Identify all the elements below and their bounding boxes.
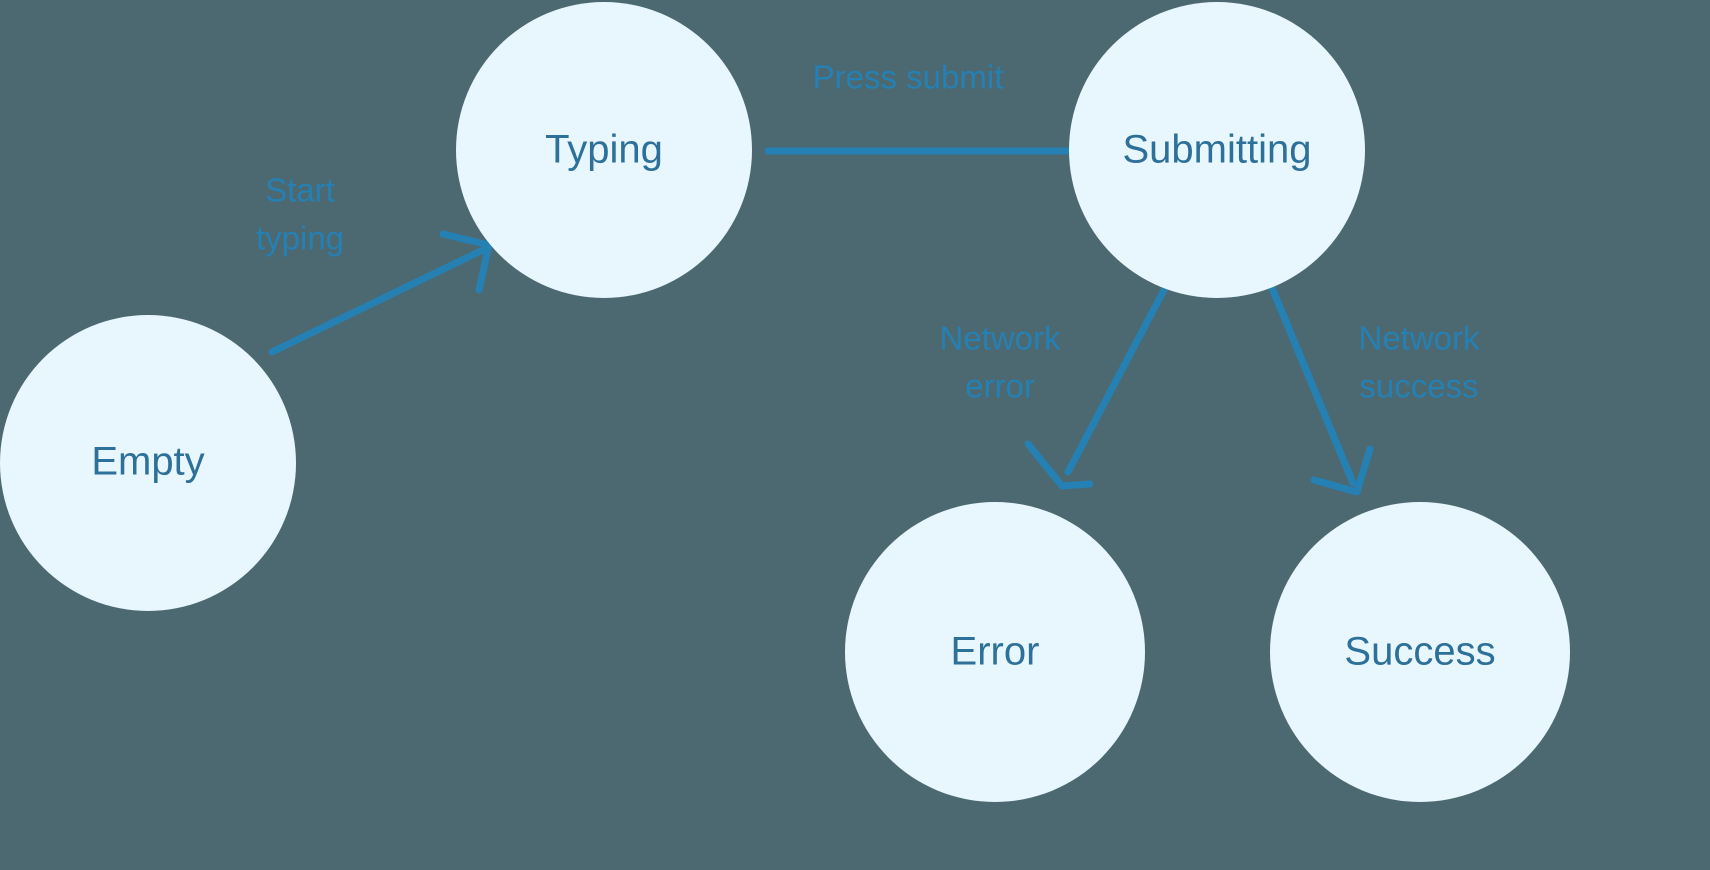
state-circle-error[interactable] bbox=[845, 502, 1145, 802]
arrowhead-network-success-v bbox=[1310, 445, 1374, 496]
state-node-empty[interactable]: Empty bbox=[0, 315, 296, 611]
edge-label-network-error-line1: Network bbox=[939, 320, 1061, 357]
edge-label-press-submit: Press submit bbox=[813, 59, 1004, 96]
state-label-typing: Typing bbox=[545, 128, 663, 172]
edge-label-network-success-line1: Network bbox=[1358, 320, 1480, 357]
edge-line-network-error bbox=[1064, 284, 1169, 476]
edge-label-start-typing-line2: typing bbox=[256, 220, 344, 257]
edge-label-network-error: Network error bbox=[939, 320, 1061, 405]
edge-empty-to-typing bbox=[268, 230, 493, 356]
edge-label-network-success-line2: success bbox=[1359, 368, 1478, 405]
state-circle-typing[interactable] bbox=[456, 2, 752, 298]
state-circle-success[interactable] bbox=[1270, 502, 1570, 802]
state-node-typing[interactable]: Typing bbox=[456, 2, 752, 298]
state-node-error[interactable]: Error bbox=[845, 502, 1145, 802]
state-label-error: Error bbox=[951, 630, 1040, 674]
state-circle-empty[interactable] bbox=[0, 315, 296, 611]
edge-label-press-submit-line1: Press submit bbox=[813, 59, 1004, 96]
state-label-success: Success bbox=[1344, 630, 1495, 674]
arrowhead-start-typing bbox=[439, 230, 493, 294]
state-node-submitting[interactable]: Submitting bbox=[1069, 2, 1365, 298]
state-label-empty: Empty bbox=[91, 440, 204, 484]
edge-label-network-error-line2: error bbox=[965, 368, 1035, 405]
edge-label-start-typing-line1: Start bbox=[265, 172, 335, 209]
state-label-submitting: Submitting bbox=[1123, 128, 1312, 172]
arrowhead-network-error bbox=[1024, 440, 1094, 490]
edge-line-start-typing bbox=[268, 244, 491, 356]
state-circle-submitting[interactable] bbox=[1069, 2, 1365, 298]
edge-line-network-success-tail bbox=[1268, 284, 1357, 487]
edge-submitting-to-error bbox=[1024, 284, 1169, 490]
edge-label-start-typing: Start typing bbox=[256, 172, 344, 257]
state-node-success[interactable]: Success bbox=[1270, 502, 1570, 802]
edge-label-network-success: Network success bbox=[1358, 320, 1480, 405]
